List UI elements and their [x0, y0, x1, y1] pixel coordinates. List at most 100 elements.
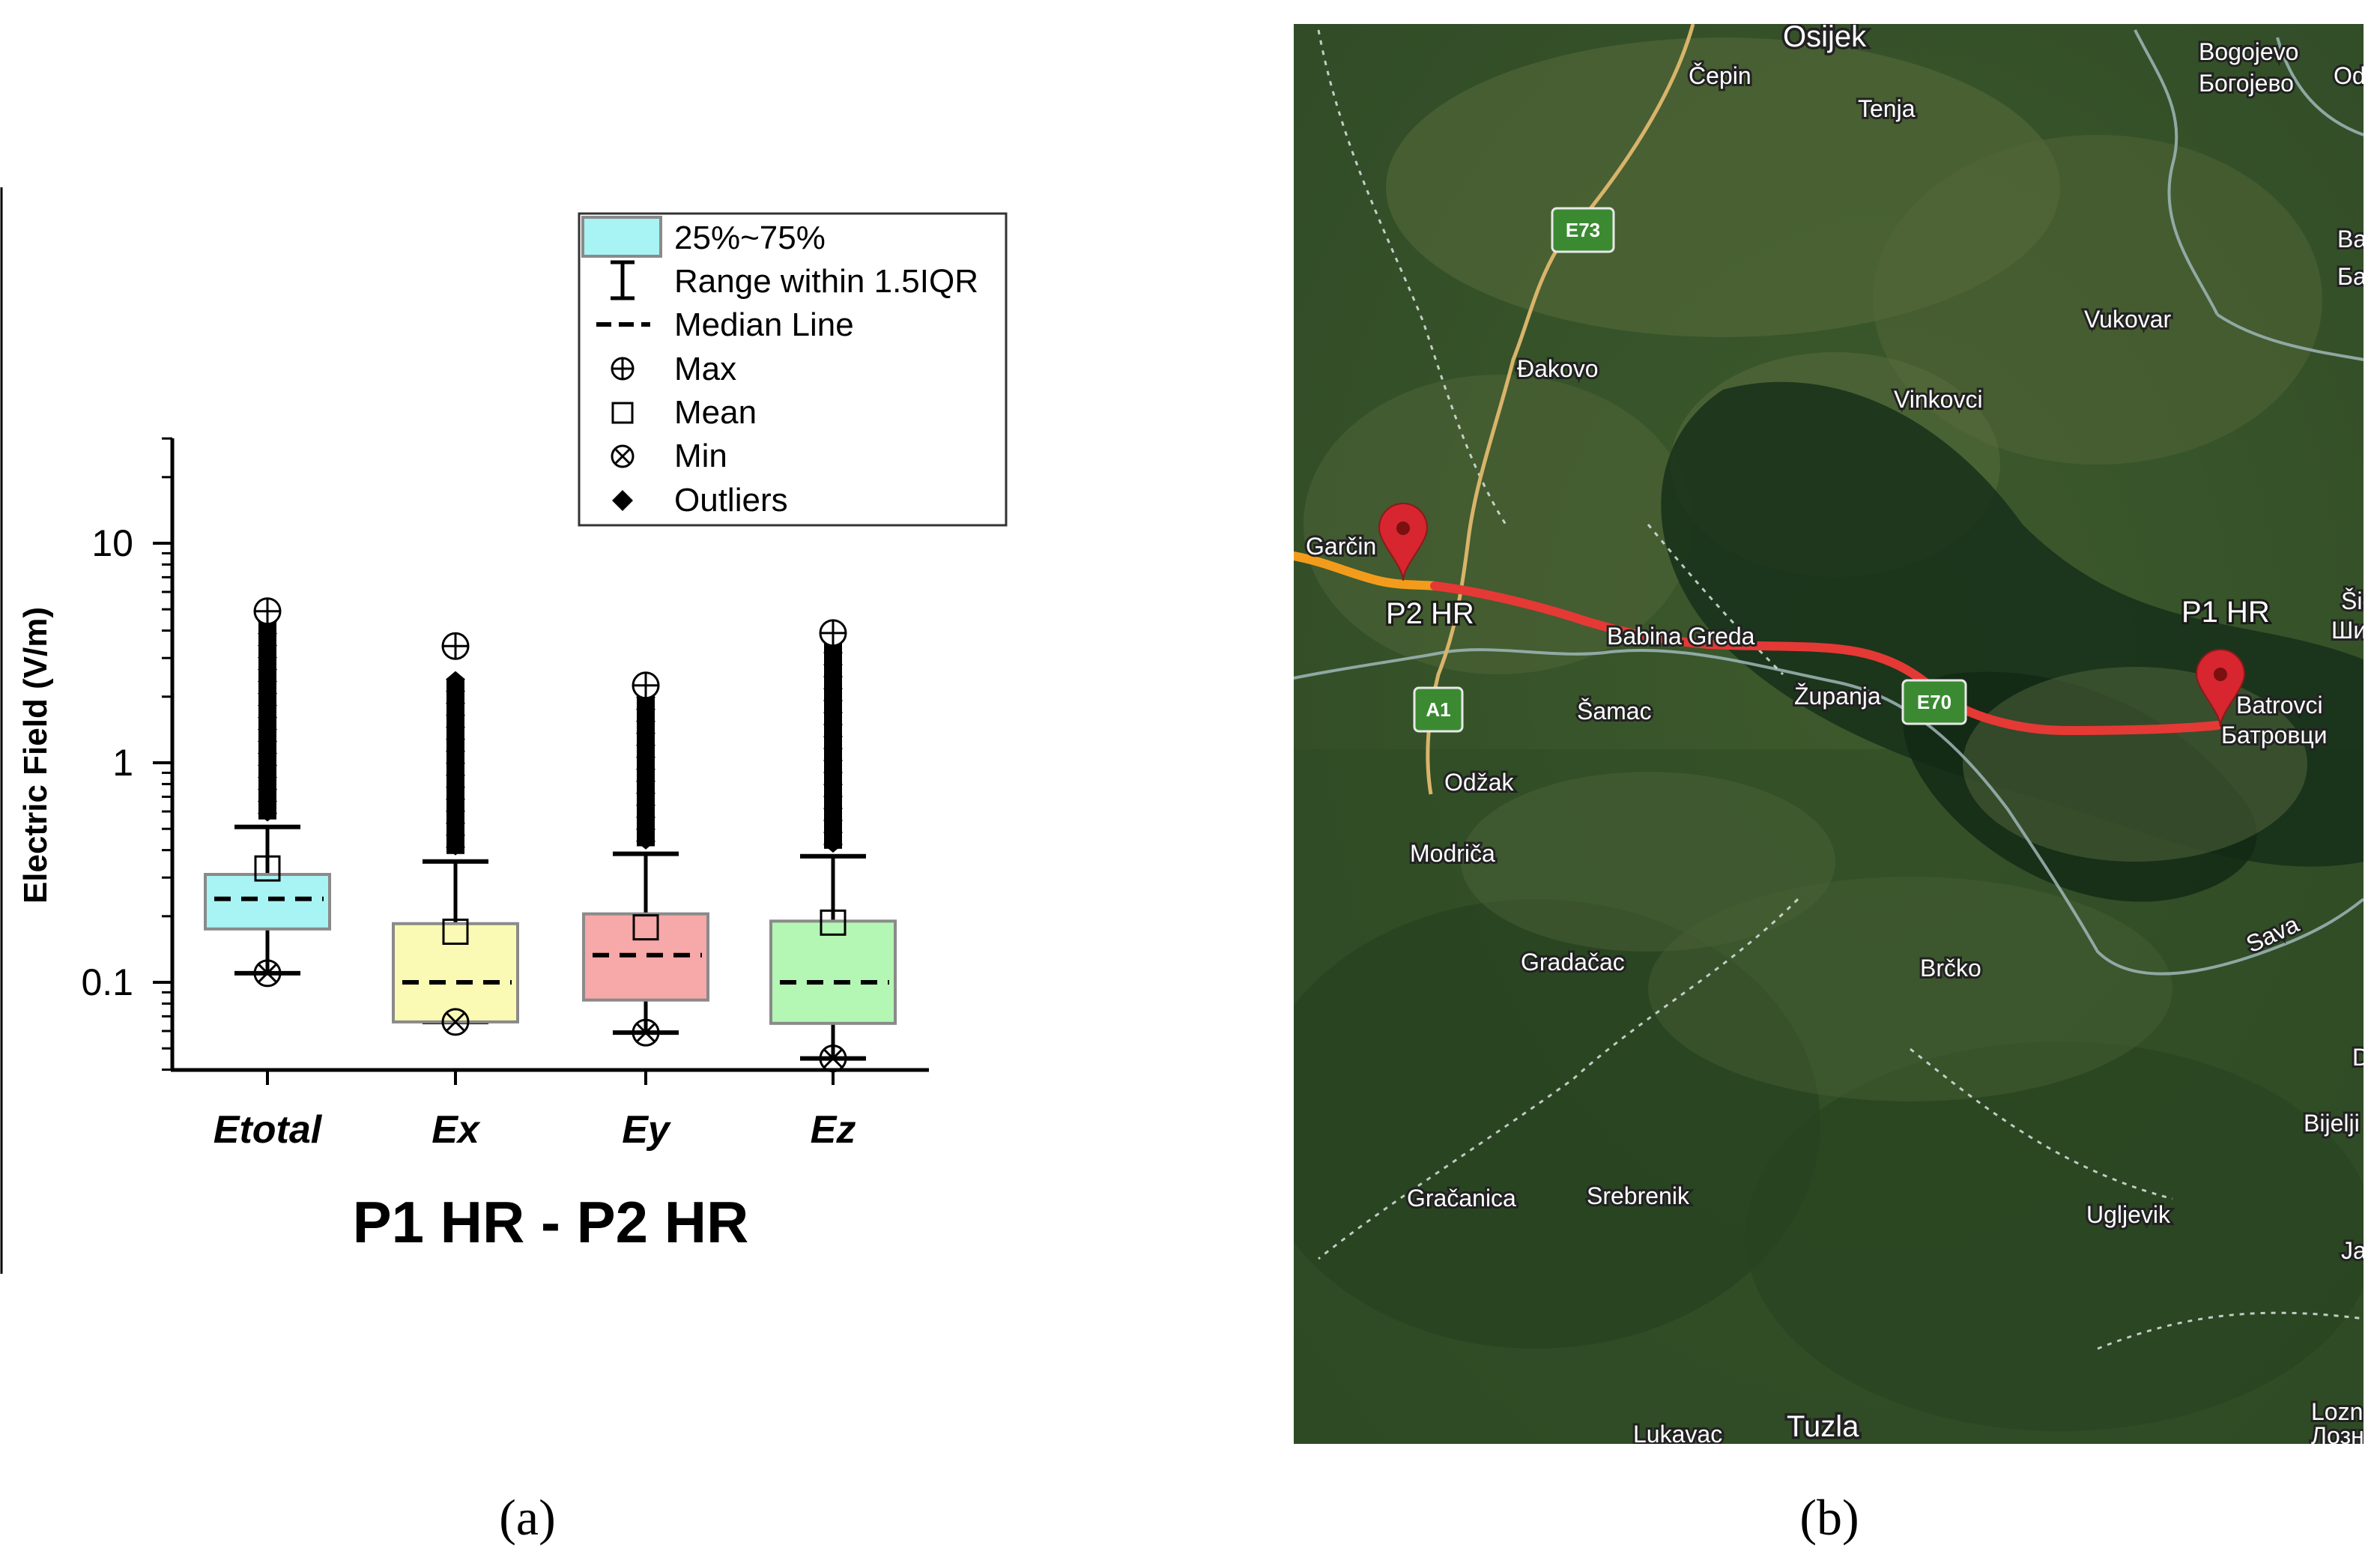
outlier-marker [823, 656, 843, 674]
map-place-ugljevik: Ugljevik [2086, 1201, 2171, 1228]
chart-title: P1 HR - P2 HR [353, 1189, 749, 1255]
outlier-marker [446, 814, 465, 832]
map-place-batrovci-cyr: Батровци [2221, 722, 2328, 749]
outlier-marker [258, 673, 277, 690]
outlier-marker [258, 733, 277, 750]
legend-max-symbol [611, 357, 635, 381]
outlier-marker [446, 838, 465, 856]
outlier-marker [636, 832, 655, 850]
outlier-marker [823, 716, 843, 734]
outlier-marker [258, 625, 277, 642]
outlier-marker [823, 824, 843, 841]
legend-mean-symbol [611, 402, 634, 424]
y-axis-title: Electric Field (V/m) [17, 607, 54, 904]
legend-whisker-symbol [611, 260, 635, 300]
outlier-marker [258, 709, 277, 726]
map-place-samac: Šamac [1577, 698, 1652, 725]
outlier-marker [823, 776, 843, 793]
outlier-marker [636, 761, 655, 778]
map-pin-p2 [1378, 502, 1429, 581]
plot-layer [204, 597, 897, 1073]
map-place-bogojevo: Bogojevo [2199, 38, 2298, 65]
legend-min-symbol [611, 444, 635, 468]
min-marker-x2 [635, 1023, 656, 1043]
outlier-marker [446, 671, 465, 688]
box-ez [769, 619, 897, 1073]
outlier-marker [823, 740, 843, 758]
x-tick-label-ez: Ez [811, 1108, 856, 1152]
map-place-bijelji: Bijelji [2304, 1110, 2360, 1137]
outlier-marker [636, 713, 655, 730]
route-west-segment [1294, 551, 1439, 590]
map-place-ba-cyr: Ба [2337, 263, 2367, 290]
x-tick-label-ex: Ex [432, 1108, 481, 1152]
outlier-marker [823, 728, 843, 746]
map-place-dakovo: Đakovo [1517, 355, 1599, 382]
outlier-marker [823, 788, 843, 805]
map-place-tenja: Tenja [1858, 95, 1916, 122]
min-marker [632, 1018, 660, 1047]
legend-label-whisker: Range within 1.5IQR [674, 263, 978, 300]
outlier-marker [636, 773, 655, 790]
outlier-marker [636, 796, 655, 814]
outlier-marker [446, 767, 465, 784]
outlier-marker [446, 790, 465, 808]
shield-a1: A1 [1413, 686, 1464, 733]
outlier-marker [446, 779, 465, 796]
outlier-marker [636, 737, 655, 754]
outlier-marker [636, 808, 655, 826]
satellite-map: E73 A1 E70 Osijek Čepin Tenja Bogojevo Б… [1294, 20, 2376, 1448]
outlier-marker [823, 836, 843, 853]
map-place-odzak: Odžak [1444, 769, 1514, 796]
outlier-marker [823, 704, 843, 722]
outlier-marker [446, 755, 465, 772]
legend-box-swatch [581, 216, 662, 258]
shield-e70: E70 [1901, 679, 1967, 725]
map-place-osijek: Osijek [1783, 20, 1867, 53]
map-place-lukavac: Lukavac [1633, 1421, 1722, 1448]
outlier-marker [823, 800, 843, 817]
outlier-marker [446, 695, 465, 712]
map-place-batrovci: Batrovci [2236, 692, 2323, 719]
x-tick-label-ey: Ey [622, 1108, 672, 1152]
y-ticks [153, 437, 835, 1085]
map-place-gradacac: Gradačac [1521, 949, 1625, 976]
outlier-marker [636, 725, 655, 742]
map-place-cepin: Čepin [1689, 62, 1751, 89]
mean-marker [442, 918, 469, 945]
map-place-vinkovci: Vinkovci [1894, 386, 1983, 413]
outlier-marker [446, 826, 465, 844]
box-ey [582, 671, 709, 1047]
shield-e73: E73 [1551, 207, 1615, 253]
iqr-box [392, 922, 519, 1024]
min-marker [253, 959, 282, 988]
outlier-marker [823, 752, 843, 770]
highway-e73 [1426, 24, 1695, 795]
outlier-marker [636, 820, 655, 838]
outlier-marker [446, 802, 465, 820]
map-place-sid: Šid [2341, 587, 2376, 614]
min-marker [441, 1008, 470, 1036]
map-place-tuzla: Tuzla [1787, 1410, 1859, 1443]
map-place-gracanica: Gračanica [1407, 1185, 1516, 1212]
box-chart: 0.1 1 10 Etotal Ex Ey Ez Electric Field … [0, 187, 1008, 1546]
legend-outlier-symbol [612, 490, 633, 511]
min-marker-x2 [445, 1012, 466, 1032]
map-pin-p1 [2195, 648, 2246, 728]
map-place-babina-greda: Babina Greda [1607, 623, 1755, 650]
outlier-marker [258, 805, 277, 822]
outlier-marker [446, 731, 465, 748]
box-ex [392, 632, 519, 1036]
y-tick-label-0.1: 0.1 [81, 961, 133, 1003]
outlier-marker [258, 637, 277, 654]
outlier-marker [258, 697, 277, 714]
route-line [1430, 581, 2222, 736]
legend-label-box: 25%~75% [674, 220, 826, 256]
map-place-vukovar: Vukovar [2084, 306, 2172, 333]
map-place-srebrenik: Srebrenik [1587, 1182, 1690, 1209]
x-tick-label-etotal: Etotal [214, 1108, 323, 1152]
y-tick-label-10: 10 [91, 522, 133, 564]
iqr-box [769, 919, 897, 1025]
outlier-marker [258, 769, 277, 786]
